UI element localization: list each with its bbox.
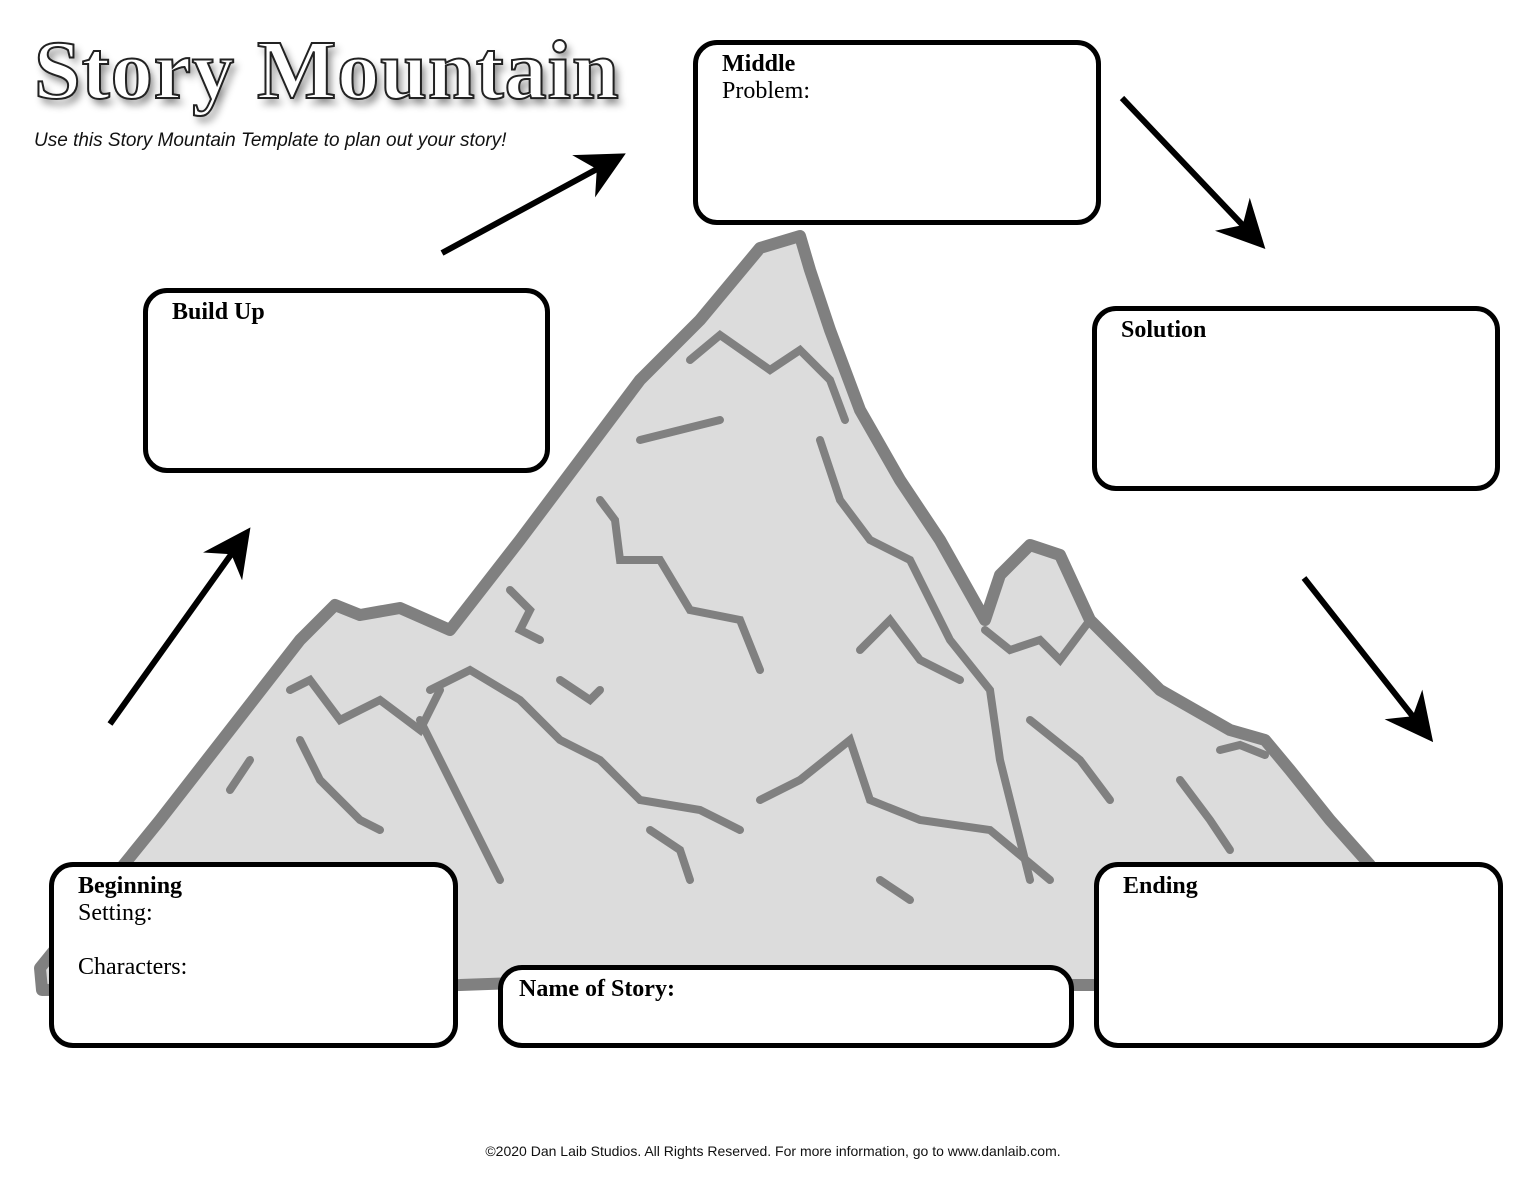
arrow-to-middle — [440, 153, 626, 256]
beginning-heading: Beginning — [78, 873, 183, 899]
setting-label: Setting: — [78, 900, 153, 926]
subtitle: Use this Story Mountain Template to plan… — [34, 130, 507, 151]
arrow-to-solution — [1119, 95, 1266, 250]
solution-box[interactable]: Solution — [1092, 306, 1500, 491]
name-of-story-heading: Name of Story: — [519, 976, 675, 1002]
problem-label: Problem: — [722, 78, 810, 104]
solution-heading: Solution — [1121, 317, 1207, 343]
arrow-to-build-up — [107, 527, 251, 726]
beginning-box[interactable]: Beginning Setting: Characters: — [49, 862, 458, 1048]
ending-heading: Ending — [1123, 873, 1198, 899]
middle-box[interactable]: Middle Problem: — [693, 40, 1101, 225]
build-up-box[interactable]: Build Up — [143, 288, 550, 473]
arrows — [107, 95, 1434, 743]
name-of-story-box[interactable]: Name of Story: — [498, 965, 1074, 1048]
mountain — [34, 230, 1376, 996]
copyright-footer: ©2020 Dan Laib Studios. All Rights Reser… — [485, 1143, 1061, 1159]
build-up-heading: Build Up — [172, 299, 265, 325]
characters-label: Characters: — [78, 954, 188, 980]
page-title: Story Mountain — [33, 23, 620, 118]
arrow-to-ending — [1301, 576, 1434, 743]
ending-box[interactable]: Ending — [1094, 862, 1503, 1048]
middle-heading: Middle — [722, 51, 796, 77]
